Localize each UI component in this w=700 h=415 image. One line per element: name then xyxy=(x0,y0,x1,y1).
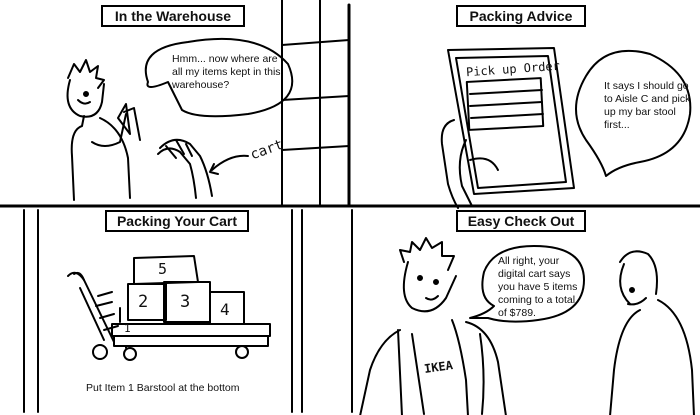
customer-figure xyxy=(609,250,695,415)
box-label-4: 4 xyxy=(220,300,230,319)
order-sheet xyxy=(447,47,575,195)
shopper-figure xyxy=(66,59,141,201)
speech-bubble-clerk: All right, your digital cart says you ha… xyxy=(498,255,578,319)
cart-sketch xyxy=(157,138,249,199)
speech-bubble-advice: It says I should go to Aisle C and pick … xyxy=(604,80,691,131)
flatbed-cart xyxy=(67,271,271,361)
clerk-figure xyxy=(359,237,507,415)
panel-caption-cart: Put Item 1 Barstool at the bottom xyxy=(86,382,240,394)
box-label-1: 1 xyxy=(124,322,131,335)
panel-title-checkout: Easy Check Out xyxy=(456,210,586,232)
box-label-2: 2 xyxy=(138,292,149,312)
panel-dividers xyxy=(0,3,700,413)
holding-hand xyxy=(440,119,499,209)
bubble-shape-4 xyxy=(469,245,585,323)
bubble-shape-2 xyxy=(575,49,692,177)
speech-bubble-shopper: Hmm... now where are all my items kept i… xyxy=(172,53,281,91)
panel-title-packing-advice: Packing Advice xyxy=(456,5,586,27)
panel-title-packing-cart: Packing Your Cart xyxy=(105,210,249,232)
warehouse-shelves xyxy=(281,0,350,207)
box-label-5: 5 xyxy=(158,260,168,278)
box-label-3: 3 xyxy=(180,292,191,312)
panel-title-warehouse: In the Warehouse xyxy=(101,5,245,27)
stacked-boxes xyxy=(119,255,245,325)
bubble-shape-1 xyxy=(144,37,294,118)
